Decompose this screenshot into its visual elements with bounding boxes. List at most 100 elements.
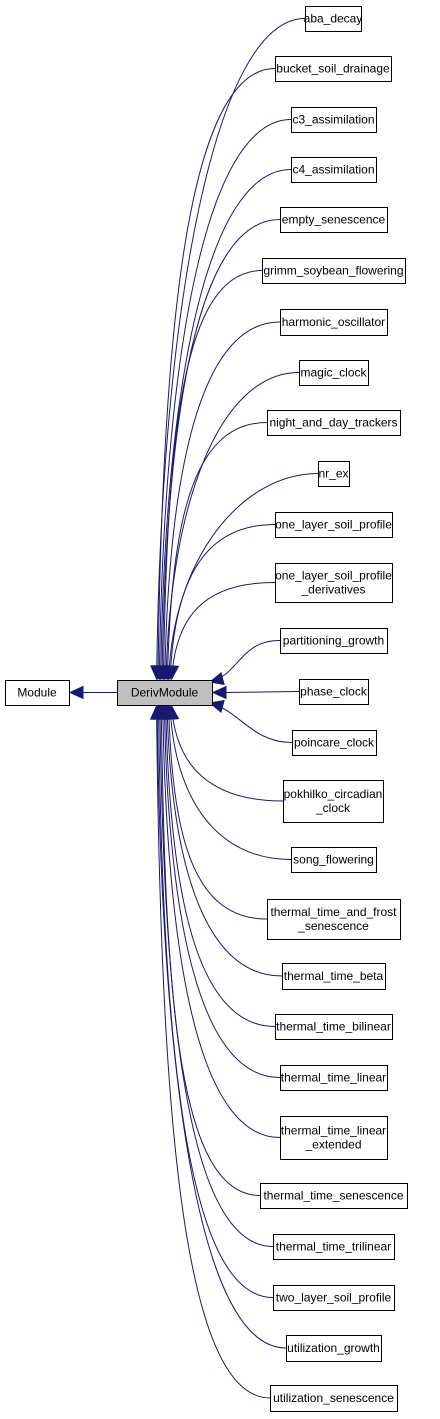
node-label-module: Module — [17, 686, 57, 700]
node-label-harmonic_oscillator: harmonic_oscillator — [282, 315, 385, 329]
node-thermal_time_and_frost_senescence[interactable]: thermal_time_and_frost_senescence — [267, 899, 401, 940]
node-box-one_layer_soil_profile_derivatives — [275, 563, 393, 603]
node-box-pokhilko_circadian_clock — [283, 780, 384, 823]
node-label-thermal_time_and_frost_senescence: thermal_time_and_frost — [270, 905, 397, 919]
node-box-empty_senescence — [280, 207, 388, 233]
node-song_flowering[interactable]: song_flowering — [291, 847, 377, 873]
node-label-utilization_growth: utilization_growth — [287, 1341, 380, 1355]
node-box-module — [5, 680, 70, 706]
node-magic_clock[interactable]: magic_clock — [299, 360, 369, 386]
node-aba_decay[interactable]: aba_decay — [304, 6, 363, 32]
node-c4_assimilation[interactable]: c4_assimilation — [291, 157, 377, 183]
node-thermal_time_bilinear[interactable]: thermal_time_bilinear — [275, 1014, 393, 1040]
node-label-thermal_time_linear_extended: _extended — [304, 1138, 361, 1152]
edge-arrow-phase_clock — [211, 685, 227, 700]
node-thermal_time_beta[interactable]: thermal_time_beta — [282, 963, 386, 990]
edge-one_layer_soil_profile — [169, 524, 276, 680]
node-box-thermal_time_bilinear — [275, 1014, 393, 1040]
edge-thermal_time_and_frost_senescence — [168, 705, 268, 920]
node-one_layer_soil_profile[interactable]: one_layer_soil_profile — [275, 512, 393, 538]
edge-utilization_growth — [156, 705, 287, 1349]
node-box-thermal_time_trilinear — [273, 1234, 395, 1260]
node-box-poincare_clock — [292, 730, 377, 756]
node-night_and_day_trackers[interactable]: night_and_day_trackers — [267, 410, 401, 436]
node-pokhilko_circadian_clock[interactable]: pokhilko_circadian_clock — [283, 780, 384, 823]
node-c3_assimilation[interactable]: c3_assimilation — [291, 107, 377, 133]
node-phase_clock[interactable]: phase_clock — [299, 679, 369, 705]
node-box-c3_assimilation — [291, 107, 377, 133]
nodes-layer: Module DerivModule aba_decay bucket_soil_dr… — [5, 6, 408, 1412]
node-label-night_and_day_trackers: night_and_day_trackers — [269, 416, 397, 430]
node-box-nr_ex — [318, 461, 350, 487]
edge-thermal_time_linear_extended — [162, 705, 281, 1138]
node-box-thermal_time_and_frost_senescence — [267, 899, 401, 940]
node-label-empty_senescence: empty_senescence — [282, 213, 386, 227]
edge-thermal_time_linear — [163, 705, 281, 1078]
node-label-magic_clock: magic_clock — [300, 366, 367, 380]
node-label-grimm_soybean_flowering: grimm_soybean_flowering — [263, 264, 403, 278]
edge-two_layer_soil_profile — [157, 705, 274, 1298]
node-box-thermal_time_linear_extended — [280, 1116, 388, 1160]
node-label-partitioning_growth: partitioning_growth — [283, 634, 384, 648]
node-label-two_layer_soil_profile: two_layer_soil_profile — [276, 1291, 392, 1305]
edge-song_flowering — [169, 705, 292, 860]
edge-c4_assimilation — [160, 169, 292, 680]
node-two_layer_soil_profile[interactable]: two_layer_soil_profile — [273, 1285, 395, 1311]
edge-arrow-one_layer_soil_profile_derivatives — [165, 665, 180, 681]
node-box-c4_assimilation — [291, 157, 377, 183]
node-label-pokhilko_circadian_clock: _clock — [315, 801, 351, 815]
edge-empty_senescence — [161, 219, 281, 680]
edge-bucket_soil_drainage — [157, 68, 276, 680]
node-box-thermal_time_senescence — [260, 1183, 408, 1209]
node-harmonic_oscillator[interactable]: harmonic_oscillator — [280, 309, 388, 336]
node-thermal_time_linear[interactable]: thermal_time_linear — [280, 1065, 388, 1091]
node-label-thermal_time_beta: thermal_time_beta — [284, 969, 384, 983]
node-utilization_growth[interactable]: utilization_growth — [286, 1335, 382, 1362]
node-thermal_time_trilinear[interactable]: thermal_time_trilinear — [273, 1234, 395, 1260]
node-module[interactable]: Module — [5, 680, 70, 706]
node-box-thermal_time_beta — [282, 963, 386, 990]
edge-c3_assimilation — [158, 119, 292, 680]
edge-magic_clock — [165, 372, 300, 680]
node-box-magic_clock — [299, 360, 369, 386]
edge-grimm_soybean_flowering — [162, 270, 263, 680]
node-label-nr_ex: nr_ex — [318, 467, 348, 481]
node-label-pokhilko_circadian_clock: pokhilko_circadian — [284, 787, 383, 801]
node-utilization_senescence[interactable]: utilization_senescence — [270, 1385, 398, 1412]
node-label-song_flowering: song_flowering — [293, 853, 374, 867]
node-label-thermal_time_linear_extended: thermal_time_linear — [281, 1124, 386, 1138]
node-label-poincare_clock: poincare_clock — [294, 736, 375, 750]
edges-layer — [68, 18, 319, 1399]
edge-phase_clock — [224, 691, 300, 693]
node-label-phase_clock: phase_clock — [300, 685, 368, 699]
edge-thermal_time_trilinear — [159, 705, 274, 1247]
node-label-thermal_time_trilinear: thermal_time_trilinear — [276, 1240, 391, 1254]
node-empty_senescence[interactable]: empty_senescence — [280, 207, 388, 233]
node-label-bucket_soil_drainage: bucket_soil_drainage — [276, 62, 390, 76]
node-one_layer_soil_profile_derivatives[interactable]: one_layer_soil_profile_derivatives — [275, 563, 393, 603]
node-partitioning_growth[interactable]: partitioning_growth — [280, 628, 388, 654]
node-label-thermal_time_linear: thermal_time_linear — [281, 1071, 386, 1085]
node-derivmodule[interactable]: DerivModule — [117, 680, 213, 706]
node-nr_ex[interactable]: nr_ex — [318, 461, 350, 487]
node-label-one_layer_soil_profile: one_layer_soil_profile — [275, 518, 392, 532]
node-thermal_time_senescence[interactable]: thermal_time_senescence — [260, 1183, 408, 1209]
node-box-night_and_day_trackers — [267, 410, 401, 436]
edge-harmonic_oscillator — [164, 321, 281, 680]
node-box-utilization_senescence — [270, 1385, 398, 1412]
node-bucket_soil_drainage[interactable]: bucket_soil_drainage — [275, 56, 392, 82]
edge-arrow-derivmodule-module — [68, 685, 84, 700]
node-label-c4_assimilation: c4_assimilation — [292, 163, 374, 177]
node-label-aba_decay: aba_decay — [304, 12, 363, 26]
node-box-thermal_time_linear — [280, 1065, 388, 1091]
node-label-utilization_senescence: utilization_senescence — [273, 1391, 394, 1405]
node-box-one_layer_soil_profile — [275, 512, 393, 538]
node-label-derivmodule: DerivModule — [131, 686, 199, 700]
node-thermal_time_linear_extended[interactable]: thermal_time_linear_extended — [280, 1116, 388, 1160]
node-grimm_soybean_flowering[interactable]: grimm_soybean_flowering — [262, 258, 406, 284]
node-box-phase_clock — [299, 679, 369, 705]
node-label-thermal_time_and_frost_senescence: _senescence — [297, 919, 369, 933]
node-poincare_clock[interactable]: poincare_clock — [292, 730, 377, 756]
edge-thermal_time_senescence — [160, 705, 261, 1196]
